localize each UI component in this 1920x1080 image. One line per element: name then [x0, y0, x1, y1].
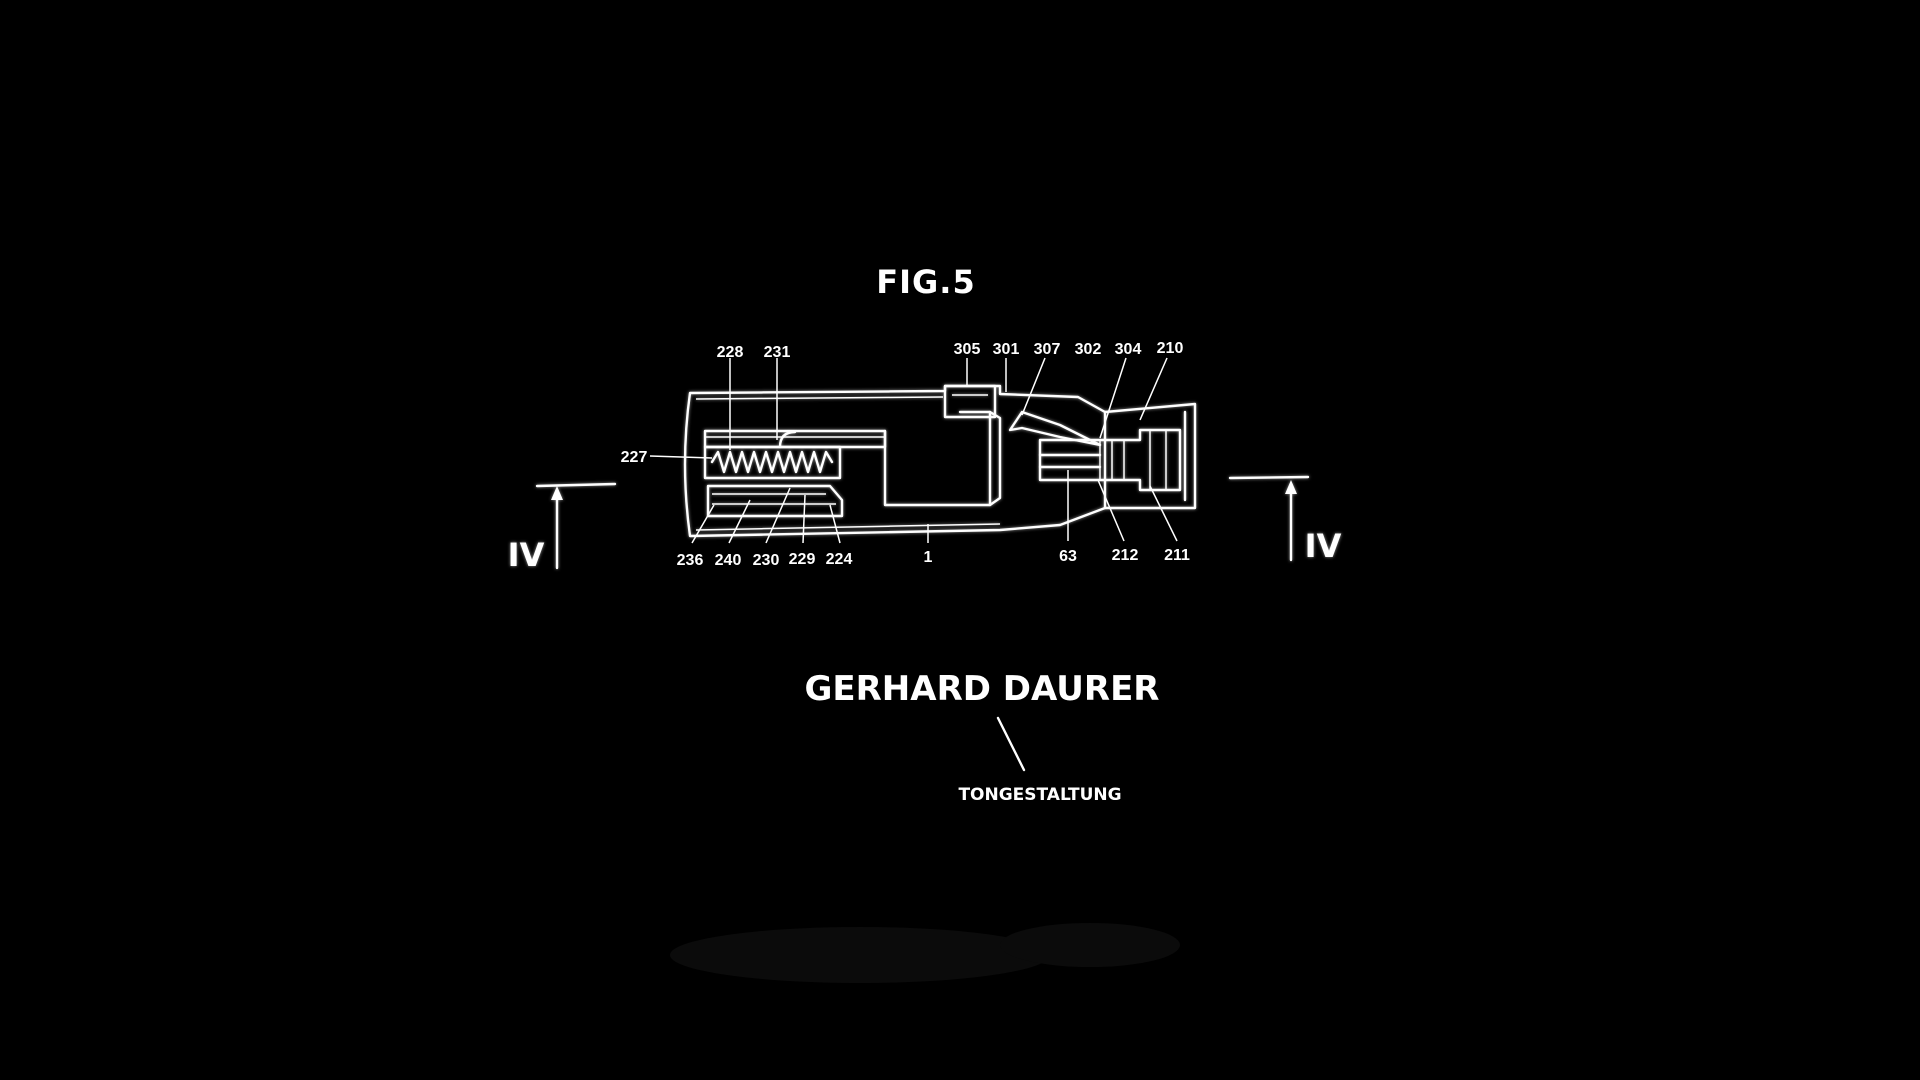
section-label-right: IV — [1305, 527, 1342, 565]
central-body — [883, 410, 1002, 507]
ref-229: 229 — [789, 551, 816, 568]
ref-224: 224 — [826, 551, 853, 568]
ref-63: 63 — [1059, 548, 1077, 565]
credit-leader-line — [996, 716, 1026, 772]
upper-chamber — [703, 429, 887, 449]
section-label-left: IV — [508, 536, 545, 574]
background-residue — [670, 923, 1180, 983]
ref-302: 302 — [1075, 341, 1102, 358]
ref-305: 305 — [954, 341, 981, 358]
credit-role: TONGESTALTUNG — [958, 785, 1121, 805]
technical-drawing — [683, 384, 1197, 538]
leader-lines — [649, 357, 1178, 544]
ref-211: 211 — [1164, 547, 1190, 564]
ref-210: 210 — [1157, 340, 1184, 357]
housing-outline — [683, 384, 1197, 538]
spring — [710, 450, 834, 474]
arrow-up-icon — [551, 486, 563, 500]
ref-240: 240 — [715, 552, 742, 569]
ref-307: 307 — [1034, 341, 1061, 358]
ref-301: 301 — [993, 341, 1020, 358]
ref-304: 304 — [1115, 341, 1142, 358]
arrow-up-icon — [1285, 480, 1297, 494]
ref-230: 230 — [753, 552, 780, 569]
ref-1: 1 — [924, 549, 933, 566]
figure-title: FIG.5 — [876, 263, 975, 301]
ref-236: 236 — [677, 552, 704, 569]
ref-212: 212 — [1112, 547, 1139, 564]
lower-carriage — [706, 484, 844, 518]
ref-227: 227 — [621, 449, 648, 466]
section-marker-right: IV — [1228, 475, 1342, 565]
top-block — [943, 384, 997, 419]
ref-231: 231 — [764, 344, 791, 361]
nozzle — [1038, 428, 1182, 492]
credit-name: GERHARD DAURER — [804, 669, 1159, 709]
spring-compartment — [703, 445, 842, 480]
ref-228: 228 — [717, 344, 744, 361]
section-marker-left: IV — [508, 482, 617, 574]
